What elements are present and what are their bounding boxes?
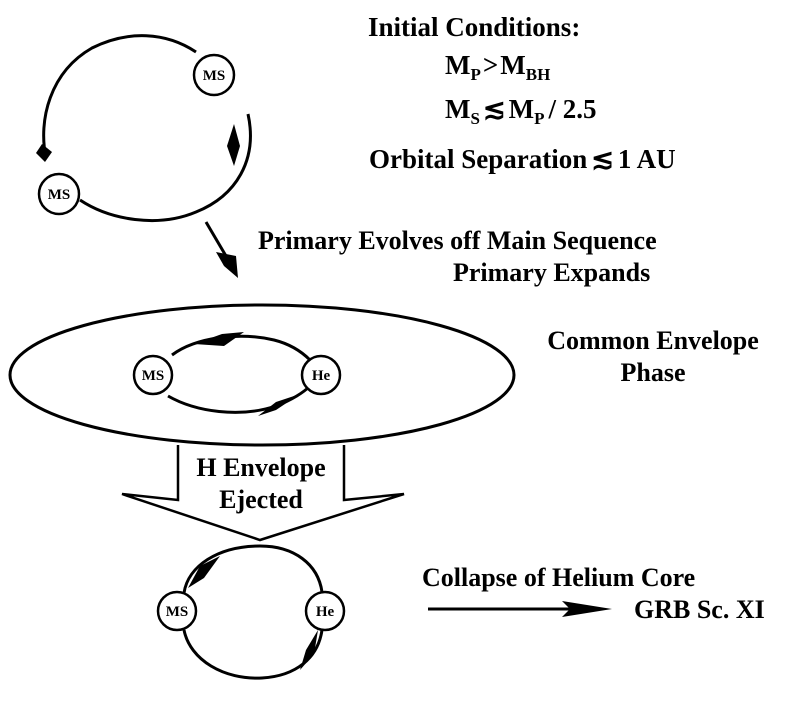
common-envelope-label-2: Phase	[620, 358, 686, 387]
envelope-ellipse	[8, 303, 516, 447]
orbital-separation: Orbital Separation≲1 AU	[369, 144, 676, 174]
orbit-arrow-left	[36, 144, 52, 162]
common-envelope: MS He	[8, 303, 516, 447]
ejection-label-1: H Envelope	[196, 453, 326, 482]
star-ms-lower	[37, 172, 81, 216]
mass-relation-secondary-primary: MS≲MP/ 2.5	[445, 94, 597, 128]
evolution-line-2: Primary Expands	[453, 258, 651, 287]
final-orbit-arrow-right	[300, 630, 318, 670]
inner-orbit-upper	[171, 334, 312, 362]
star-ms-envelope	[132, 354, 174, 396]
star-ms-final-label: MS	[166, 604, 189, 620]
star-ms-upper-label: MS	[203, 68, 226, 84]
final-orbit-lower	[182, 629, 324, 680]
star-he-final	[304, 590, 346, 632]
star-he-final-label: He	[316, 604, 335, 620]
grb-result-label: GRB Sc. XI	[634, 595, 765, 624]
orbit-arrow-right	[227, 124, 240, 166]
inner-orbit-arrow-upper	[194, 332, 244, 346]
star-he-envelope	[300, 354, 342, 396]
orbit-arc-lower	[79, 113, 252, 222]
initial-binary-orbit: MS MS	[36, 34, 252, 222]
final-binary-orbit: MS He	[156, 544, 346, 680]
ejection-label-2: Ejected	[219, 485, 303, 514]
star-ms-final	[156, 590, 198, 632]
orbit-arc-upper	[42, 34, 197, 159]
star-ms-upper	[192, 53, 236, 97]
collapse-arrow	[428, 601, 612, 617]
star-he-envelope-label: He	[312, 368, 331, 384]
ejection-block-arrow	[121, 445, 405, 542]
mass-relation-primary-bh: MP>MBH	[445, 50, 551, 84]
evolution-line-1: Primary Evolves off Main Sequence	[258, 226, 657, 255]
collapse-label: Collapse of Helium Core	[422, 563, 696, 592]
star-ms-lower-label: MS	[48, 187, 71, 203]
evolution-arrow-1	[204, 221, 238, 278]
inner-orbit-arrow-lower	[258, 394, 300, 416]
star-ms-envelope-label: MS	[142, 368, 165, 384]
final-orbit-arrow-left	[188, 556, 220, 588]
final-orbit-upper	[182, 544, 324, 594]
initial-conditions-heading: Initial Conditions:	[368, 12, 581, 42]
common-envelope-label-1: Common Envelope	[547, 326, 759, 355]
